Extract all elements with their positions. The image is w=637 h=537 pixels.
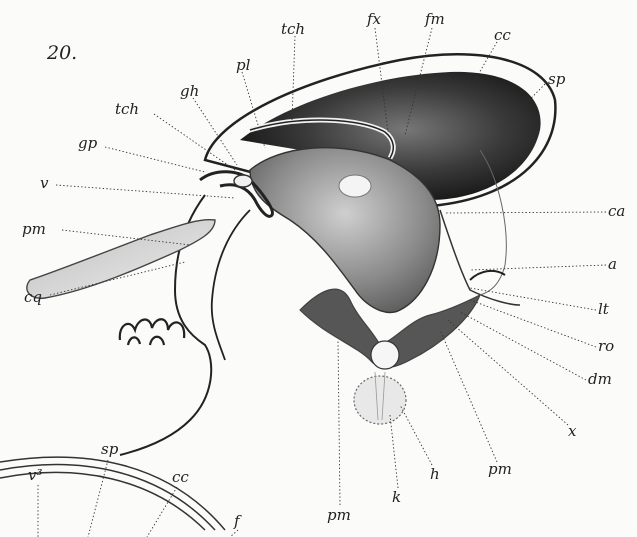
label-dm: dm [588, 372, 612, 387]
label-f: f [234, 514, 240, 529]
label-v: v [40, 176, 48, 191]
label-a: a [608, 257, 617, 272]
label-h: h [430, 467, 440, 482]
label-sp-bottom: sp [101, 442, 118, 457]
figure-number: 20. [47, 44, 77, 63]
hypophysis [354, 376, 406, 424]
label-sp-top: sp [548, 72, 565, 87]
label-pm-left: pm [22, 222, 46, 237]
label-pm-right: pm [488, 462, 512, 477]
label-pm-bottom: pm [327, 508, 351, 523]
tectum-band [27, 220, 215, 299]
infundibulum [371, 341, 399, 369]
label-tch-top: tch [281, 22, 305, 37]
label-ro: ro [598, 339, 614, 354]
label-v3: v³ [28, 468, 43, 483]
label-ca: ca [608, 204, 625, 219]
thalamus-mass [250, 148, 440, 313]
label-fx: fx [367, 12, 381, 27]
label-gp: gp [78, 136, 97, 151]
massa-intermedia [339, 175, 371, 197]
label-x: x [568, 424, 576, 439]
label-gh: gh [180, 84, 199, 99]
label-pl: pl [236, 58, 250, 73]
label-fm: fm [425, 12, 445, 27]
label-cc-bottom: cc [172, 470, 189, 485]
label-cq: cq [24, 290, 42, 305]
lamina-terminalis [440, 210, 520, 305]
label-cc-top: cc [494, 28, 511, 43]
aqueduct-line [212, 210, 250, 360]
label-tch-left: tch [115, 102, 139, 117]
label-lt: lt [598, 302, 609, 317]
label-k: k [392, 490, 401, 505]
cerebellar-folia [120, 319, 184, 345]
